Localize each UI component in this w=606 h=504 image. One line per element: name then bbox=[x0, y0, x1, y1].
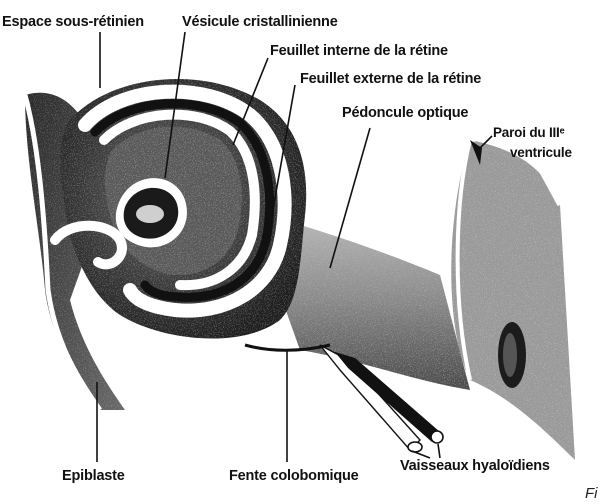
label-paroi-line2: ventricule bbox=[510, 145, 572, 160]
ventricle-wall-shape bbox=[451, 138, 575, 460]
label-corner-fragment: Fi bbox=[585, 485, 598, 502]
label-pedoncule-optique: Pédoncule optique bbox=[342, 105, 468, 121]
label-vaisseaux-hyaloidiens: Vaisseaux hyaloïdiens bbox=[400, 458, 550, 474]
label-vesicule-cristallinienne: Vésicule cristallinienne bbox=[182, 14, 338, 30]
label-espace-sous-retinien: Espace sous-rétinien bbox=[2, 14, 144, 30]
label-feuillet-externe: Feuillet externe de la rétine bbox=[300, 71, 481, 87]
label-epiblaste: Epiblaste bbox=[62, 468, 125, 484]
label-paroi-line1: Paroi du IIIᵉ bbox=[493, 125, 565, 140]
leader-vaisseaux-1 bbox=[412, 451, 430, 458]
label-feuillet-interne: Feuillet interne de la rétine bbox=[270, 43, 448, 59]
leader-vaisseaux-2 bbox=[438, 444, 440, 458]
label-fente-colobomique: Fente colobomique bbox=[229, 468, 359, 484]
